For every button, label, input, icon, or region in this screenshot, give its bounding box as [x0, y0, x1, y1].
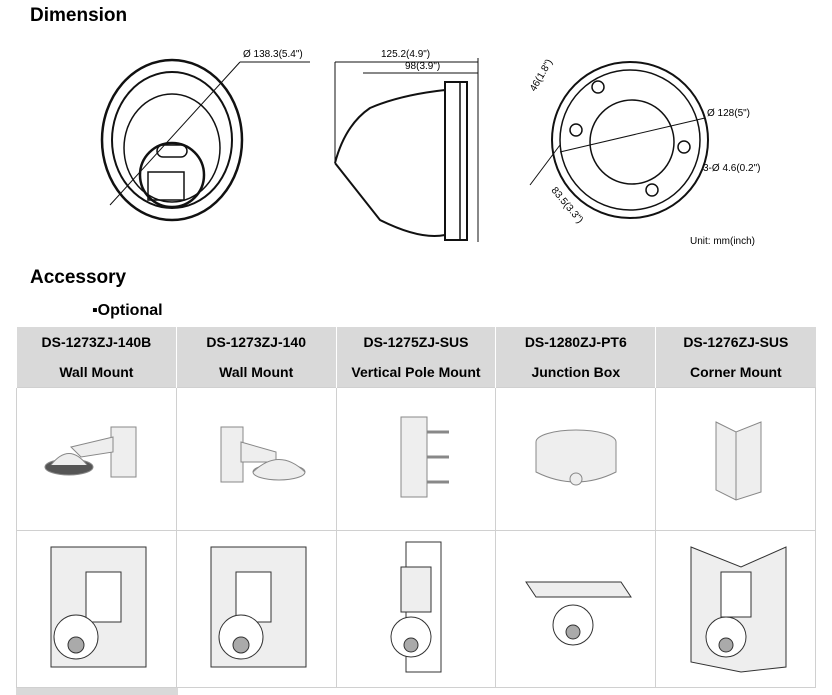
product-image-corner-mount — [655, 387, 816, 531]
model-cell: DS-1273ZJ-140 — [175, 327, 337, 357]
footer-bar — [16, 688, 178, 695]
side-total-label: 125.2(4.9") — [381, 49, 431, 60]
side-view-drawing — [334, 58, 479, 242]
model-cell: DS-1280ZJ-PT6 — [495, 327, 656, 357]
product-image-row — [16, 387, 816, 531]
holes-label: 3-Ø 4.6(0.2") — [703, 163, 761, 174]
install-image-corner-mount — [655, 530, 816, 688]
dimension-drawings — [100, 58, 709, 242]
accessory-title: Accessory — [30, 267, 127, 288]
front-diameter-label: Ø 138.3(5.4") — [243, 49, 303, 60]
name-cell: Vertical Pole Mount — [335, 357, 496, 388]
name-cell: Junction Box — [495, 357, 656, 388]
name-cell: Wall Mount — [16, 357, 177, 388]
optional-label: ▪Optional — [92, 302, 163, 319]
install-image-pole-mount — [335, 530, 497, 688]
product-image-wall-mount-b — [16, 387, 177, 531]
wall-mount-b-image — [44, 426, 137, 477]
junction-box-install-image — [524, 581, 632, 645]
name-row: Wall Mount Wall Mount Vertical Pole Moun… — [16, 357, 816, 388]
install-image-wall-mount-b — [16, 530, 177, 688]
base-diameter-label: Ø 128(5") — [707, 108, 751, 119]
model-cell: DS-1275ZJ-SUS — [335, 327, 496, 357]
side-depth-label: 98(3.9") — [405, 61, 441, 72]
model-row: DS-1273ZJ-140B DS-1273ZJ-140 DS-1275ZJ-S… — [16, 327, 816, 357]
accessory-table: DS-1273ZJ-140B DS-1273ZJ-140 DS-1275ZJ-S… — [16, 327, 816, 688]
product-image-wall-mount — [175, 387, 337, 531]
base-view-drawing — [529, 61, 709, 219]
model-cell: DS-1273ZJ-140B — [16, 327, 177, 357]
corner-mount-install-image — [690, 545, 787, 673]
corner-mount-image — [715, 420, 762, 501]
pole-mount-image — [400, 416, 449, 497]
install-image-row — [16, 530, 816, 688]
model-cell: DS-1276ZJ-SUS — [655, 327, 816, 357]
wall-mount-install-image — [210, 546, 307, 667]
install-image-junction-box — [495, 530, 657, 688]
front-view-drawing — [100, 58, 310, 222]
name-cell: Wall Mount — [175, 357, 337, 388]
unit-label: Unit: mm(inch) — [690, 236, 756, 247]
product-image-pole-mount — [335, 387, 497, 531]
install-image-wall-mount — [175, 530, 337, 688]
product-image-junction-box — [495, 387, 657, 531]
wall-mount-b-install-image — [50, 546, 147, 667]
pole-mount-install-image — [390, 541, 442, 672]
dimension-title: Dimension — [30, 5, 128, 26]
junction-box-image — [535, 429, 617, 485]
name-cell: Corner Mount — [655, 357, 816, 388]
wall-mount-image — [220, 426, 306, 482]
